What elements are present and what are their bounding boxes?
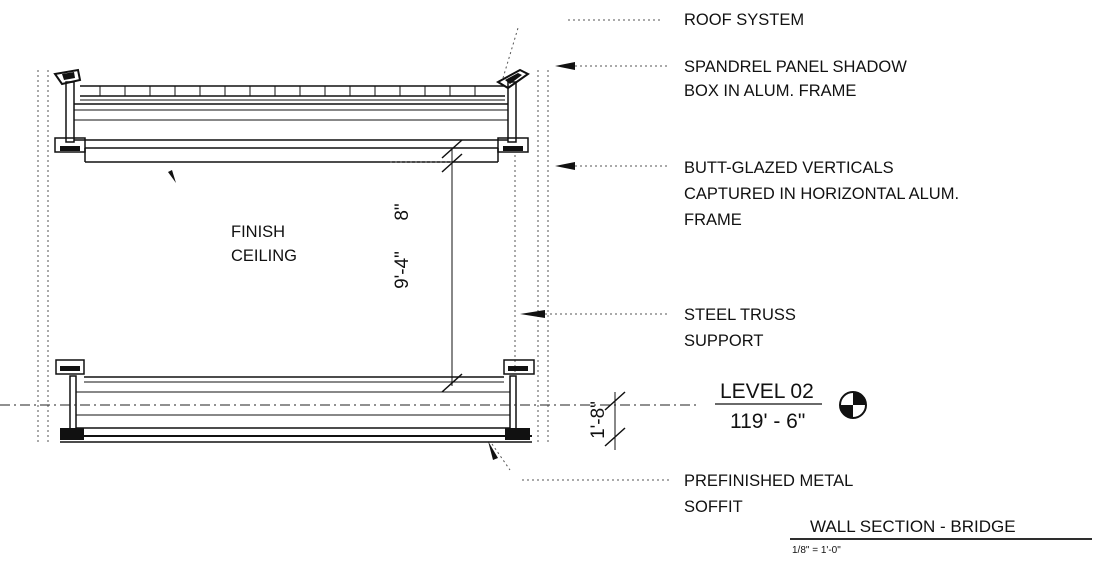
leader-lines [168,19,670,481]
callout-butt-glazed-line-3: FRAME [684,211,742,229]
arrowhead [555,162,575,170]
arrowhead [520,310,545,318]
drawing-scale: 1/8" = 1'-0" [792,545,841,556]
callout-roof-system: ROOF SYSTEM [684,11,804,29]
callout-soffit-line-2: SOFFIT [684,498,743,516]
callout-steel-truss-line-1: STEEL TRUSS [684,306,796,324]
drawing-title: WALL SECTION - BRIDGE [810,517,1016,536]
level-name: LEVEL 02 [720,380,814,403]
dimension-lines [390,139,626,450]
upper-chord [54,81,529,163]
roof-ribs [99,86,476,96]
section-geometry [0,68,700,445]
callout-steel-truss-line-2: SUPPORT [684,332,763,350]
level-elevation: 119' - 6" [730,410,805,433]
arrowhead [168,170,176,183]
callout-butt-glazed-line-1: BUTT-GLAZED VERTICALS [684,159,894,177]
callout-spandrel-line-2: BOX IN ALUM. FRAME [684,82,856,100]
dim-ceiling-height: 9'-4" [392,251,413,289]
room-label-line-2: CEILING [231,247,297,265]
callout-soffit-line-1: PREFINISHED METAL [684,472,853,490]
roof-assembly [53,68,530,101]
dim-floor-depth: 1'-8" [588,401,609,439]
callout-butt-glazed-line-2: CAPTURED IN HORIZONTAL ALUM. [684,185,959,203]
level-marker [715,391,867,419]
room-label-line-1: FINISH [231,223,285,241]
dim-ceiling-depth: 8" [392,203,413,220]
arrowhead [555,62,575,70]
floor-assembly [55,359,535,443]
arrowhead [488,441,498,460]
callout-spandrel-line-1: SPANDREL PANEL SHADOW [684,58,907,76]
